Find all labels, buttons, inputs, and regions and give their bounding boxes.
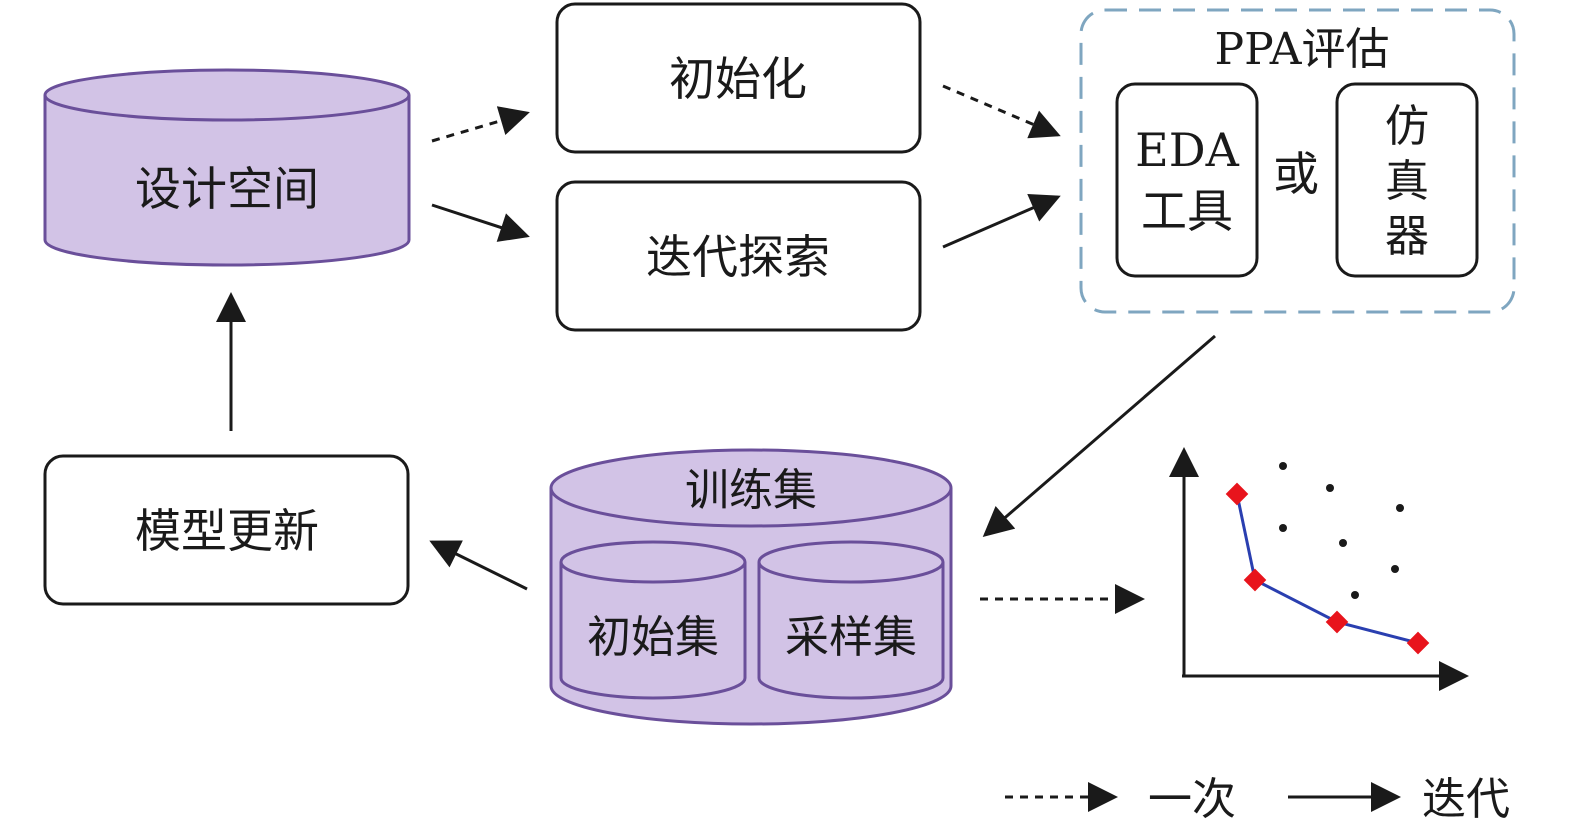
initial-set-cylinder: 初始集 — [559, 540, 747, 700]
arrow-init-to-ppa — [942, 84, 1061, 139]
init-label: 初始化 — [669, 52, 807, 106]
legend-once-label: 一次 — [1148, 774, 1236, 825]
scatter-dots — [1279, 462, 1404, 599]
eda-tool-box: EDA 工具 — [1115, 82, 1259, 278]
ppa-title: PPA评估 — [1215, 24, 1390, 75]
initial-set-label: 初始集 — [587, 612, 719, 663]
eda-label-line1: EDA — [1135, 123, 1239, 177]
simulator-label-line1: 仿 — [1385, 101, 1429, 152]
iterative-search-box: 迭代探索 — [555, 180, 922, 332]
legend-iterative-label: 迭代 — [1422, 774, 1510, 825]
model-update-box: 模型更新 — [43, 454, 410, 606]
model-update-label: 模型更新 — [135, 504, 319, 558]
sample-set-label: 采样集 — [785, 612, 917, 663]
eda-label-line2: 工具 — [1141, 184, 1233, 238]
simulator-label-line3: 器 — [1385, 211, 1429, 262]
iterative-search-label: 迭代探索 — [646, 230, 830, 284]
pareto-line — [1235, 493, 1419, 645]
arrow-design-space-to-init — [431, 106, 530, 143]
arrow-ppa-to-training-set — [982, 334, 1216, 537]
legend: 一次 迭代 — [1005, 774, 1510, 825]
pareto-points — [1225, 482, 1430, 655]
arrow-training-set-to-model-update — [429, 540, 528, 591]
ppa-evaluation-group: PPA评估 EDA 工具 或 仿 真 器 — [1079, 8, 1516, 314]
design-space-cylinder: 设计空间 — [43, 68, 411, 267]
pareto-front-plot-icon — [1169, 447, 1469, 691]
simulator-box: 仿 真 器 — [1335, 82, 1479, 278]
design-space-label: 设计空间 — [135, 162, 319, 216]
arrow-design-space-to-iterative — [431, 203, 530, 242]
or-label: 或 — [1273, 147, 1319, 201]
sample-set-cylinder: 采样集 — [757, 540, 945, 700]
training-set-cylinder: 训练集 初始集 采样集 — [549, 448, 953, 726]
training-set-label: 训练集 — [685, 465, 817, 516]
init-box: 初始化 — [555, 2, 922, 154]
simulator-label-line2: 真 — [1385, 156, 1429, 207]
arrow-iterative-to-ppa — [942, 194, 1061, 249]
